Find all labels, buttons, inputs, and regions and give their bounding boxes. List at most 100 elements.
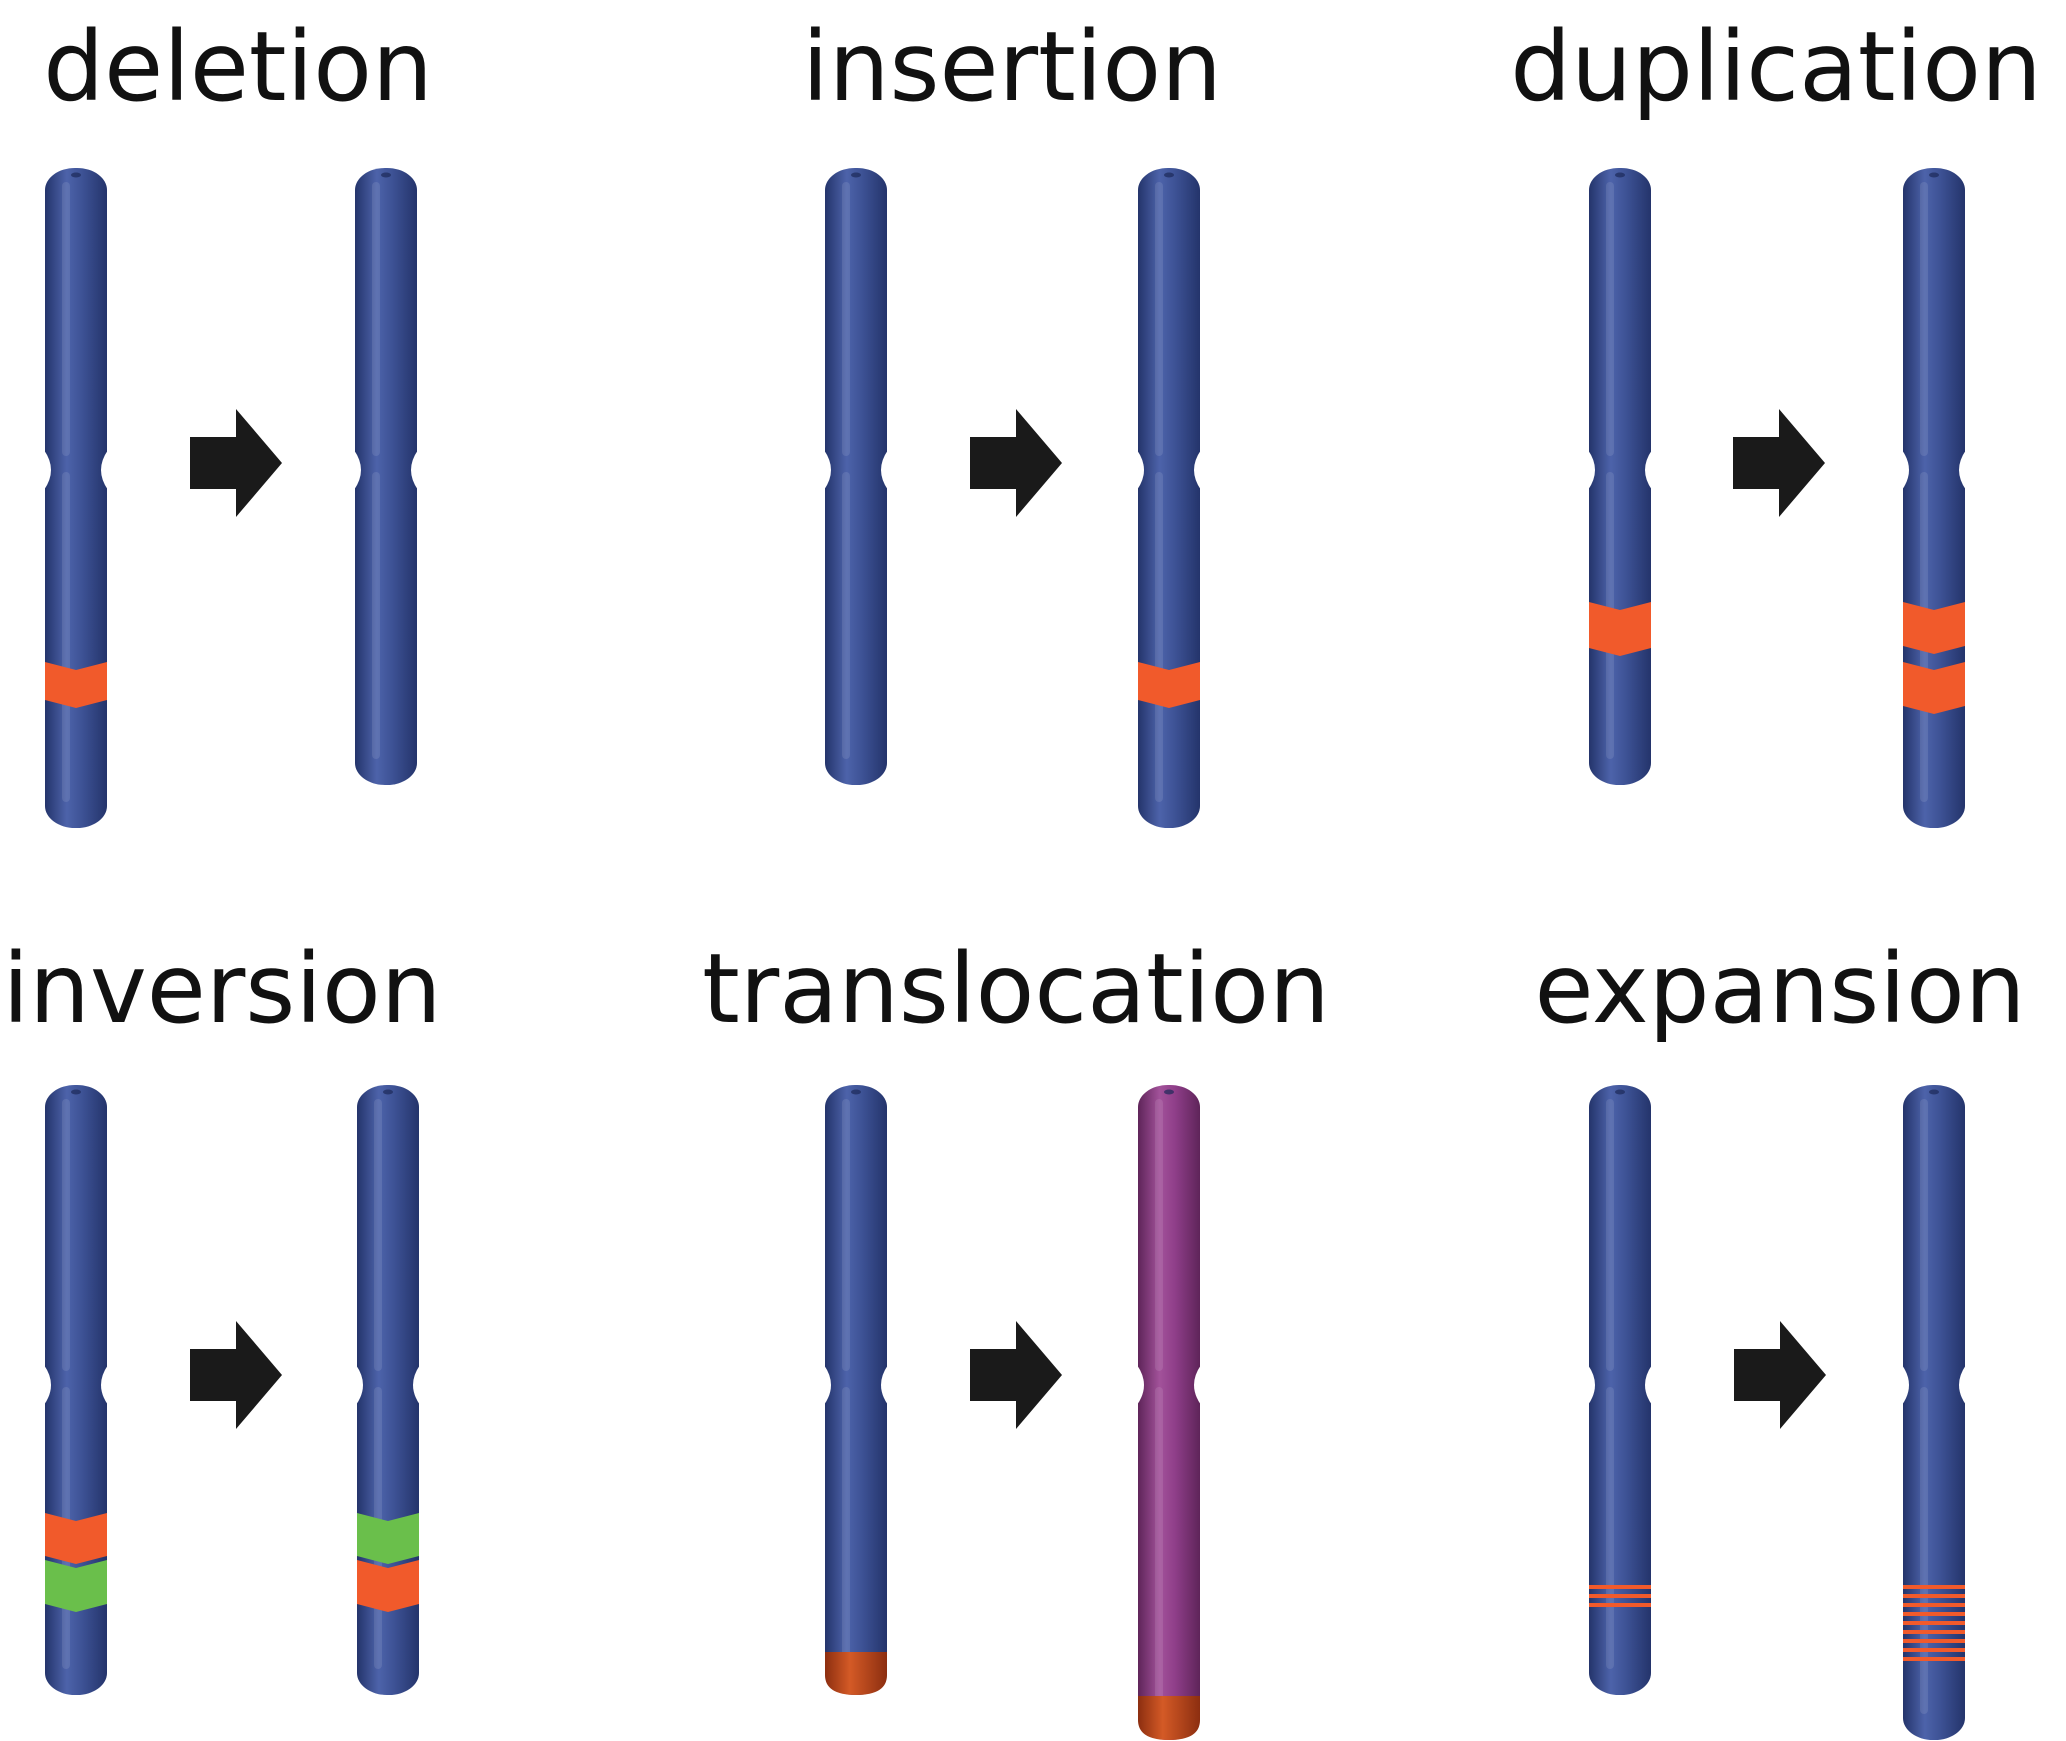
expansion-original-chromosome-p-arm-highlight xyxy=(1606,1099,1614,1371)
duplication-original-chromosome-telomere-dot xyxy=(1615,172,1625,178)
translocation-result-chromosome-q-arm xyxy=(1138,1373,1200,1740)
insertion-result-chromosome-q-arm xyxy=(1138,458,1200,828)
deletion-original-chromosome-p-arm-highlight xyxy=(62,182,70,456)
translocation-result-chromosome-centromere-left xyxy=(1137,1365,1144,1405)
translocation-original-chromosome-centromere-right xyxy=(881,1365,888,1405)
deletion-original-chromosome-band-0 xyxy=(45,662,107,708)
expansion-result-chromosome-centromere-left xyxy=(1902,1365,1909,1405)
title-translocation: translocation xyxy=(702,933,1330,1045)
translocation-original-chromosome-translocated-tip xyxy=(825,1652,887,1695)
translocation-arrow xyxy=(970,1321,1062,1429)
duplication-result-chromosome-telomere-dot xyxy=(1929,172,1939,178)
expansion-result-chromosome-repeat-8 xyxy=(1903,1657,1965,1661)
title-expansion: expansion xyxy=(1534,933,2025,1045)
insertion-result-chromosome-p-arm xyxy=(1138,168,1200,482)
expansion-original-chromosome-p-arm xyxy=(1589,1085,1651,1397)
deletion-result-chromosome-p-arm-highlight xyxy=(372,182,380,456)
expansion-original-chromosome-q-arm-highlight xyxy=(1606,1387,1614,1669)
inversion-result-chromosome-p-arm-highlight xyxy=(374,1099,382,1371)
title-deletion: deletion xyxy=(43,11,433,123)
inversion-original-chromosome-band-1 xyxy=(45,1560,107,1612)
duplication-result-chromosome-centromere-right xyxy=(1959,450,1966,490)
deletion-result-chromosome-q-arm-highlight xyxy=(372,472,380,759)
deletion-original-chromosome-p-arm xyxy=(45,168,107,482)
deletion-original-chromosome-q-arm xyxy=(45,458,107,828)
deletion-arrow xyxy=(190,409,282,517)
inversion-result-chromosome-band-0 xyxy=(357,1513,419,1564)
insertion-result-chromosome xyxy=(1137,168,1201,828)
translocation-result-chromosome-centromere-right xyxy=(1194,1365,1201,1405)
expansion-original-chromosome-repeat-0 xyxy=(1589,1585,1651,1589)
translocation-result-chromosome-p-arm-highlight xyxy=(1155,1099,1163,1371)
expansion-result-chromosome-centromere-right xyxy=(1959,1365,1966,1405)
insertion-original-chromosome-p-arm xyxy=(825,168,887,482)
deletion-result-chromosome-p-arm xyxy=(355,168,417,482)
expansion-result-chromosome xyxy=(1902,1085,1966,1740)
expansion-original-chromosome xyxy=(1588,1085,1652,1695)
duplication-original-chromosome-centromere-right xyxy=(1645,450,1652,490)
insertion-result-chromosome-p-arm-highlight xyxy=(1155,182,1163,456)
inversion-original-chromosome-centromere-right xyxy=(101,1365,108,1405)
insertion-original-chromosome-q-arm-highlight xyxy=(842,472,850,759)
deletion-result-chromosome-centromere-right xyxy=(411,450,418,490)
expansion-result-chromosome-repeat-2 xyxy=(1903,1603,1965,1607)
translocation-original-chromosome-p-arm xyxy=(825,1085,887,1397)
expansion-result-chromosome-repeat-1 xyxy=(1903,1594,1965,1598)
deletion-result-chromosome-telomere-dot xyxy=(381,172,391,178)
expansion-result-chromosome-p-arm-highlight xyxy=(1920,1099,1928,1371)
insertion-original-chromosome-centromere-right xyxy=(881,450,888,490)
duplication-original-chromosome xyxy=(1588,168,1652,785)
translocation-original-chromosome-telomere-dot xyxy=(851,1089,861,1095)
inversion-result-chromosome-centromere-right xyxy=(413,1365,420,1405)
insertion-original-chromosome-p-arm-highlight xyxy=(842,182,850,456)
expansion-result-chromosome-repeat-0 xyxy=(1903,1585,1965,1589)
expansion-result-chromosome-repeat-3 xyxy=(1903,1612,1965,1616)
inversion-original-chromosome-p-arm xyxy=(45,1085,107,1397)
inversion-original-chromosome-telomere-dot xyxy=(71,1089,81,1095)
insertion-result-chromosome-q-arm-highlight xyxy=(1155,472,1163,802)
title-duplication: duplication xyxy=(1510,11,2042,123)
translocation-original-chromosome-p-arm-highlight xyxy=(842,1099,850,1371)
deletion-result-chromosome-q-arm xyxy=(355,458,417,785)
inversion-result-chromosome-p-arm xyxy=(357,1085,419,1397)
translocation-result-chromosome-q-arm-highlight xyxy=(1155,1387,1163,1714)
duplication-result-chromosome-centromere-left xyxy=(1902,450,1909,490)
insertion-result-chromosome-telomere-dot xyxy=(1164,172,1174,178)
translocation-result-chromosome xyxy=(1137,1085,1201,1740)
expansion-result-chromosome-repeat-5 xyxy=(1903,1630,1965,1634)
expansion-original-chromosome-centromere-right xyxy=(1645,1365,1652,1405)
insertion-result-chromosome-band-0 xyxy=(1138,662,1200,708)
translocation-original-chromosome-centromere-left xyxy=(824,1365,831,1405)
deletion-original-chromosome-centromere-right xyxy=(101,450,108,490)
inversion-result-chromosome xyxy=(356,1085,420,1695)
duplication-result-chromosome xyxy=(1902,168,1966,828)
expansion-original-chromosome-q-arm xyxy=(1589,1373,1651,1695)
expansion-result-chromosome-repeat-4 xyxy=(1903,1621,1965,1625)
duplication-original-chromosome-centromere-left xyxy=(1588,450,1595,490)
deletion-original-chromosome-telomere-dot xyxy=(71,172,81,178)
expansion-original-chromosome-telomere-dot xyxy=(1615,1089,1625,1095)
expansion-result-chromosome-q-arm-highlight xyxy=(1920,1387,1928,1714)
deletion-result-chromosome-centromere-left xyxy=(354,450,361,490)
expansion-original-chromosome-repeat-2 xyxy=(1589,1603,1651,1607)
inversion-arrow xyxy=(190,1321,282,1429)
insertion-original-chromosome xyxy=(824,168,888,785)
duplication-original-chromosome-band-0 xyxy=(1589,602,1651,656)
duplication-original-chromosome-p-arm-highlight xyxy=(1606,182,1614,456)
duplication-result-chromosome-band-1 xyxy=(1903,662,1965,714)
insertion-original-chromosome-telomere-dot xyxy=(851,172,861,178)
expansion-arrow xyxy=(1734,1321,1826,1429)
inversion-original-chromosome-p-arm-highlight xyxy=(62,1099,70,1371)
translocation-result-chromosome-telomere-dot xyxy=(1164,1089,1174,1095)
expansion-result-chromosome-repeat-7 xyxy=(1903,1648,1965,1652)
deletion-original-chromosome xyxy=(44,168,108,828)
chromosome-drawings xyxy=(44,168,1966,1740)
expansion-result-chromosome-telomere-dot xyxy=(1929,1089,1939,1095)
translocation-result-chromosome-translocated-tip xyxy=(1138,1696,1200,1740)
inversion-result-chromosome-centromere-left xyxy=(356,1365,363,1405)
duplication-result-chromosome-p-arm xyxy=(1903,168,1965,482)
expansion-original-chromosome-centromere-left xyxy=(1588,1365,1595,1405)
inversion-result-chromosome-band-1 xyxy=(357,1560,419,1612)
duplication-result-chromosome-p-arm-highlight xyxy=(1920,182,1928,456)
insertion-original-chromosome-q-arm xyxy=(825,458,887,785)
